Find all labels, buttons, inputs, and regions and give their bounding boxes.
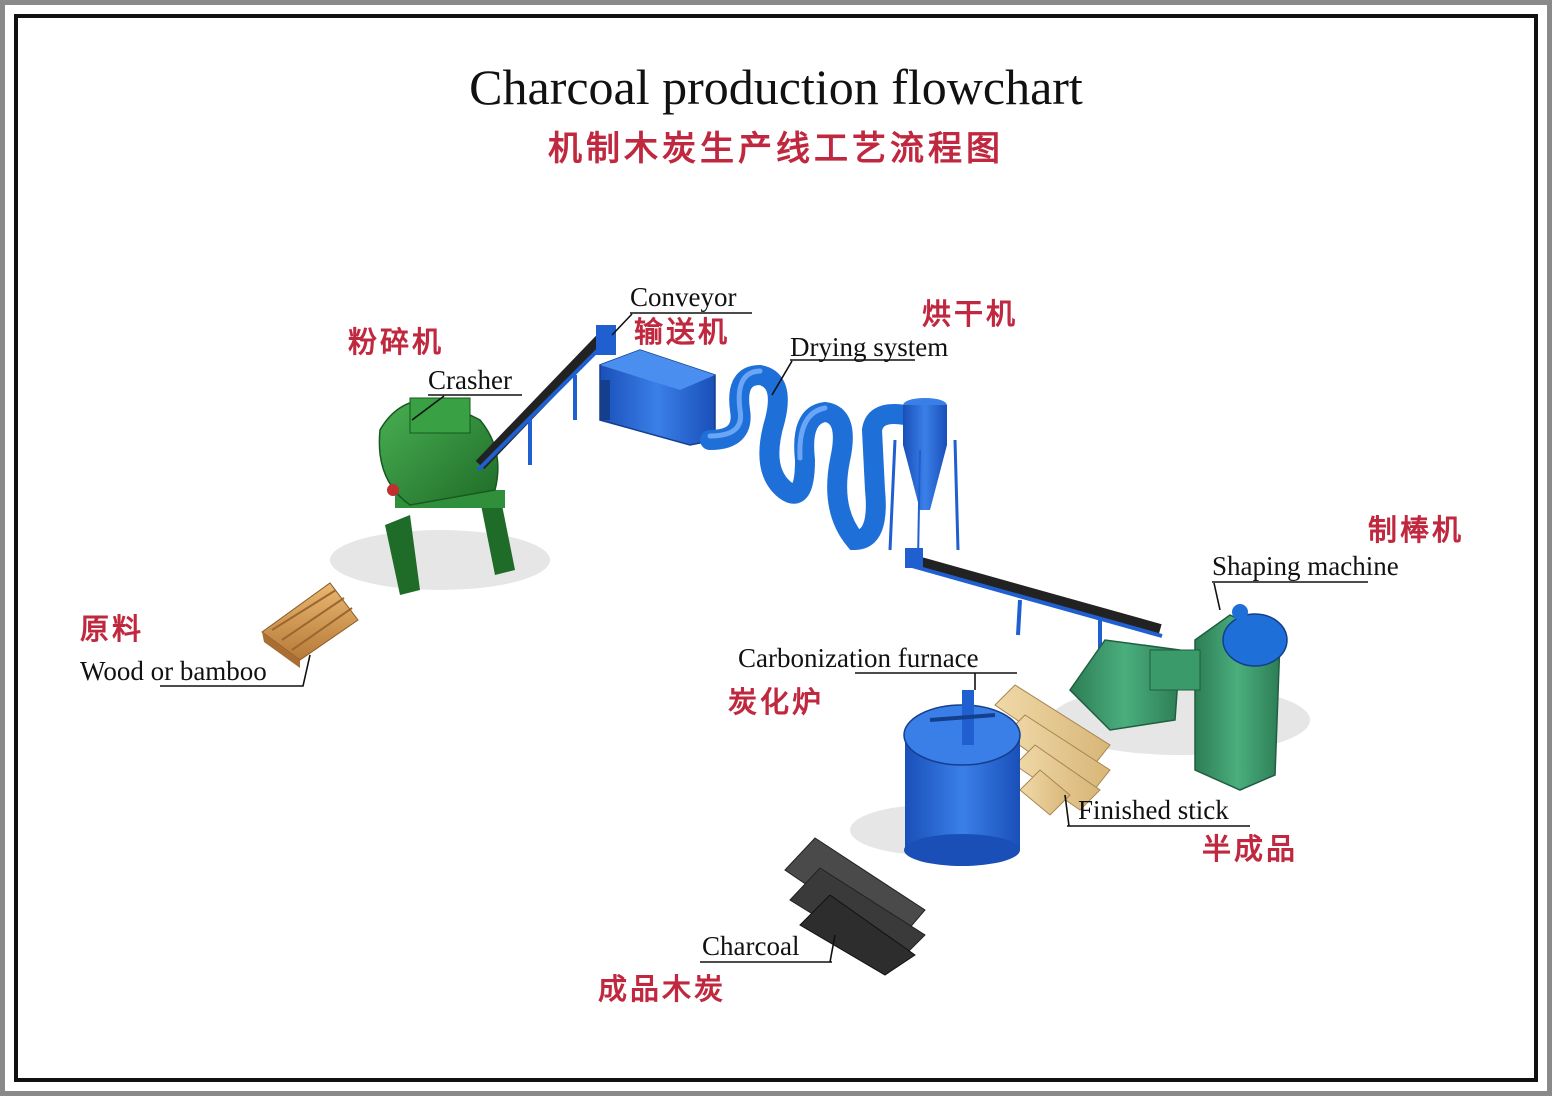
- shaping-label-cn: 制棒机: [1368, 513, 1465, 547]
- shaping-machine-icon: [1069, 604, 1288, 791]
- conveyor-belt-2-icon: [905, 548, 1163, 650]
- cyclone-separator-icon: [888, 398, 960, 561]
- furnace-label-en: Carbonization furnace: [738, 643, 979, 673]
- dryer-furnace-icon: [599, 349, 716, 446]
- drying-pipe-icon: [700, 364, 915, 551]
- crasher-label-en: Crasher: [428, 365, 512, 395]
- stick-label-cn: 半成品: [1202, 832, 1299, 866]
- page-subtitle: 机制木炭生产线工艺流程图: [548, 129, 1004, 169]
- drying-pipe-highlight: [707, 368, 828, 461]
- wood-pile-icon: [261, 582, 359, 668]
- conveyor-label-en: Conveyor: [630, 282, 737, 312]
- finished-stick-icon: [994, 684, 1111, 816]
- conveyor-belt-1-icon: [475, 325, 616, 472]
- charcoal-label-en: Charcoal: [702, 931, 800, 961]
- stick-label-en: Finished stick: [1078, 795, 1229, 825]
- charcoal-label-cn: 成品木炭: [598, 972, 727, 1006]
- inner-frame: [14, 14, 1538, 1082]
- charcoal-pile-icon: [784, 837, 926, 976]
- conveyor-label-cn: 输送机: [634, 315, 731, 349]
- drying-label-cn: 烘干机: [922, 297, 1019, 331]
- carbonization-furnace-icon: [903, 690, 1021, 866]
- crasher-machine-icon: [378, 397, 515, 595]
- furnace-label-cn: 炭化炉: [728, 685, 825, 719]
- raw-label-en: Wood or bamboo: [80, 656, 267, 686]
- page-title: Charcoal production flowchart: [469, 59, 1083, 115]
- raw-label-cn: 原料: [80, 612, 145, 646]
- label-leader-lines: [160, 312, 1368, 963]
- crasher-label-cn: 粉碎机: [348, 325, 445, 359]
- drying-label-en: Drying system: [790, 332, 949, 362]
- shaping-label-en: Shaping machine: [1212, 551, 1399, 581]
